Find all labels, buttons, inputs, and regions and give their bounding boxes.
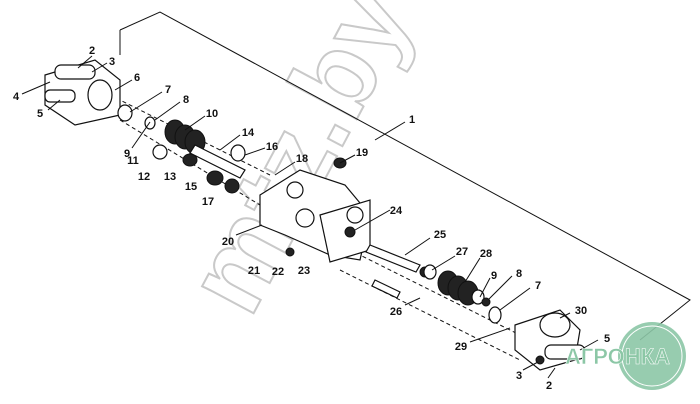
leader-lines <box>21 55 599 379</box>
label-part-20: 20 <box>222 236 234 248</box>
label-part-27: 27 <box>456 246 468 258</box>
label-part-5-right: 5 <box>604 333 610 345</box>
label-part-2-right: 2 <box>546 380 552 392</box>
watermark: mtz.by <box>163 0 435 331</box>
left-spool-parts <box>117 104 347 194</box>
label-part-24: 24 <box>390 205 403 217</box>
label-part-12: 12 <box>138 171 150 183</box>
label-part-7-right: 7 <box>535 280 541 292</box>
label-part-9: 9 <box>124 148 130 160</box>
label-part-23: 23 <box>298 265 310 277</box>
label-part-18: 18 <box>296 153 308 165</box>
assembly-frame <box>119 11 691 341</box>
label-part-9-right: 9 <box>491 270 497 282</box>
label-part-30: 30 <box>575 305 587 317</box>
logo-text: АГРОНКА <box>565 344 670 369</box>
label-part-7: 7 <box>165 84 171 96</box>
label-part-16: 16 <box>266 141 278 153</box>
right-spool-parts <box>365 244 502 324</box>
label-part-2: 2 <box>89 45 95 57</box>
valve-body <box>259 169 371 263</box>
part-labels: 1 2 3 4 5 6 7 8 9 10 11 12 13 14 15 16 1… <box>13 45 610 392</box>
label-part-15: 15 <box>185 181 197 193</box>
label-part-22: 22 <box>272 266 284 278</box>
left-end-cap <box>44 59 121 126</box>
label-part-6: 6 <box>134 72 140 84</box>
label-part-11: 11 <box>127 155 139 167</box>
label-part-19: 19 <box>356 147 368 159</box>
label-part-29: 29 <box>455 341 467 353</box>
label-part-17: 17 <box>202 196 214 208</box>
label-part-13: 13 <box>164 171 176 183</box>
right-end-cap <box>514 309 586 371</box>
label-part-25: 25 <box>434 229 446 241</box>
label-part-14: 14 <box>242 127 255 139</box>
label-part-8: 8 <box>183 94 189 106</box>
label-part-10: 10 <box>206 108 218 120</box>
label-part-28: 28 <box>480 248 492 260</box>
label-part-3-right: 3 <box>516 370 522 382</box>
label-part-5: 5 <box>37 108 43 120</box>
label-part-3: 3 <box>109 56 115 68</box>
label-part-1: 1 <box>409 114 415 126</box>
label-part-4: 4 <box>13 91 20 103</box>
agronka-logo: АГРОНКА <box>565 322 686 390</box>
label-part-21: 21 <box>248 265 260 277</box>
label-part-8-right: 8 <box>516 268 522 280</box>
label-part-26: 26 <box>390 306 402 318</box>
